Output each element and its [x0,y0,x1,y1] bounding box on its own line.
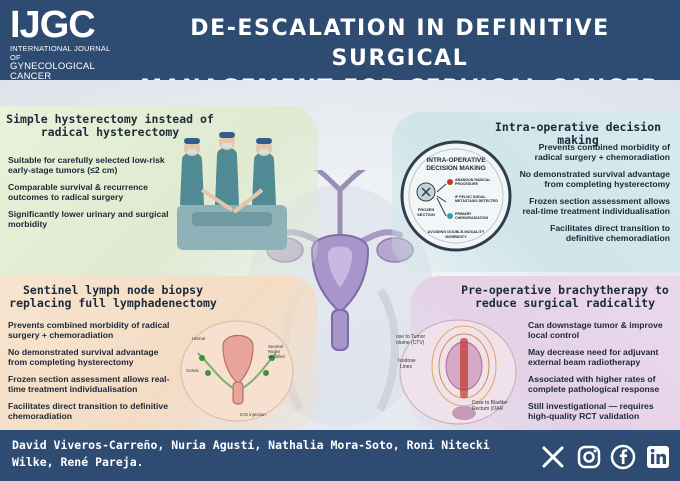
bullet-4: Facilitates direct transition to definit… [550,223,670,243]
x-icon[interactable] [540,444,566,470]
label-cervix: Cervix [186,368,200,373]
bullet-1: Can downstage tumor & improve local cont… [528,320,663,340]
bullet-2: Comparable survival & recurrence outcome… [8,182,148,202]
bullet-1: Prevents combined morbidity of radical s… [8,320,170,340]
header: IJGC INTERNATIONAL JOURNAL OF GYNECOLOGI… [0,0,680,101]
diagram-frozen-1: FROZEN [418,207,435,212]
label-bladder-2: Rectum (OAR [472,406,504,412]
section-title-line-2: radical hysterectomy [40,125,180,139]
bullet-1: Prevents combined morbidity of radical s… [534,142,670,162]
section-title-hysterectomy: Simple hysterectomy instead of radical h… [4,113,216,139]
diagram-abandon-1: ABANDON RADICAL [455,178,491,182]
journal-logo[interactable]: IJGC INTERNATIONAL JOURNAL OF GYNECOLOGI… [10,6,120,82]
label-isodose-2: Lines [400,364,412,370]
label-isodose-1: Isodose [398,358,416,364]
label-sentinel-3: identified [268,354,285,359]
section-title-line-2: replacing full lymphadenectomy [9,296,217,310]
section-title-brachy: Pre-operative brachytherapy to reduce su… [454,284,676,310]
diagram-avoid-1: AVOIDING DOUBLE-MODALITY [428,230,485,234]
diagram-primary-1: PRIMARY [455,212,472,216]
logo-line-3: CANCER [10,71,52,82]
label-uterus: Uterus [192,336,206,341]
bullet-1: Suitable for carefully selected low-risk… [8,155,165,175]
authors-line-2: Wilke, René Pareja. [12,455,144,469]
footer: David Viveros-Carreño, Nuria Agustí, Nat… [0,430,680,481]
section-title-sentinel: Sentinel lymph node biopsy replacing ful… [6,284,220,310]
section-title-line-1: Simple hysterectomy instead of [6,112,214,126]
bullet-2: No demonstrated survival advantage from … [519,169,670,189]
logo-mark: IJGC [10,4,96,46]
hysterectomy-bullets: Suitable for carefully selected low-risk… [8,155,176,236]
diagram-ifpelvic-2: METASTASIS DETECTED [455,199,498,203]
facebook-icon[interactable] [610,444,636,470]
section-title-line-2: reduce surgical radicality [474,296,655,310]
section-title-line-1: Sentinel lymph node biopsy [22,283,203,297]
bullet-3: Frozen section assessment allows real-ti… [522,196,670,216]
diagram-abandon-2: PROCEDURE [455,182,479,186]
brachytherapy-illustration: ose to Tumor olume (CTV) Isodose Lines D… [396,319,517,425]
diagram-heading-2: DECISION MAKING [426,165,486,172]
sentinel-node-illustration: Uterus Cervix Sentinel Nodes identified … [180,320,294,422]
label-sentinel-2: Nodes [268,349,280,354]
authors: David Viveros-Carreño, Nuria Agustí, Nat… [12,437,532,471]
instagram-icon[interactable] [576,444,602,470]
diagram-primary-2: CHEMORADIATION [455,216,488,220]
bullet-3: Significantly lower urinary and surgical… [8,209,169,229]
label-tumor-2: olume (CTV) [396,340,425,346]
authors-line-1: David Viveros-Carreño, Nuria Agustí, Nat… [12,438,490,452]
bullet-4: Facilitates direct transition to definit… [8,401,168,421]
intraop-bullets: Prevents combined morbidity of radical s… [516,142,670,250]
label-sentinel-1: Sentinel [268,344,283,349]
bullet-4: Still investigational — requires high-qu… [528,401,654,421]
surgeons-illustration [177,132,287,250]
brachy-bullets: Can downstage tumor & improve local cont… [528,320,674,428]
label-tumor-1: ose to Tumor [396,334,426,340]
sentinel-bullets: Prevents combined morbidity of radical s… [8,320,176,428]
diagram-frozen-2: SECTION [417,212,435,217]
logo-line-1: INTERNATIONAL JOURNAL OF [10,44,111,62]
label-icg: ICG injection [240,412,266,417]
linkedin-icon[interactable] [645,444,671,470]
title-line-1: DE-ESCALATION IN DEFINITIVE SURGICAL [190,16,610,71]
section-title-line-1: Pre-operative brachytherapy to [461,283,669,297]
logo-line-2: GYNECOLOGICAL [10,61,95,72]
bullet-2: May decrease need for adjuvant external … [528,347,659,367]
diagram-ifpelvic-1: IF PELVIC NODAL [455,195,486,199]
diagram-avoid-2: MORBIDITY [445,235,467,239]
bullet-3: Associated with higher rates of complete… [528,374,660,394]
bullet-3: Frozen section assessment allows real-ti… [8,374,170,394]
intraop-decision-diagram: INTRA-OPERATIVE DECISION MAKING FROZEN S… [400,140,512,252]
bullet-2: No demonstrated survival advantage from … [8,347,159,367]
diagram-heading-1: INTRA-OPERATIVE [426,157,486,164]
section-title-intraop: Intra-operative decision making [494,120,662,147]
label-bladder-1: Dose to Bladder [472,400,508,406]
